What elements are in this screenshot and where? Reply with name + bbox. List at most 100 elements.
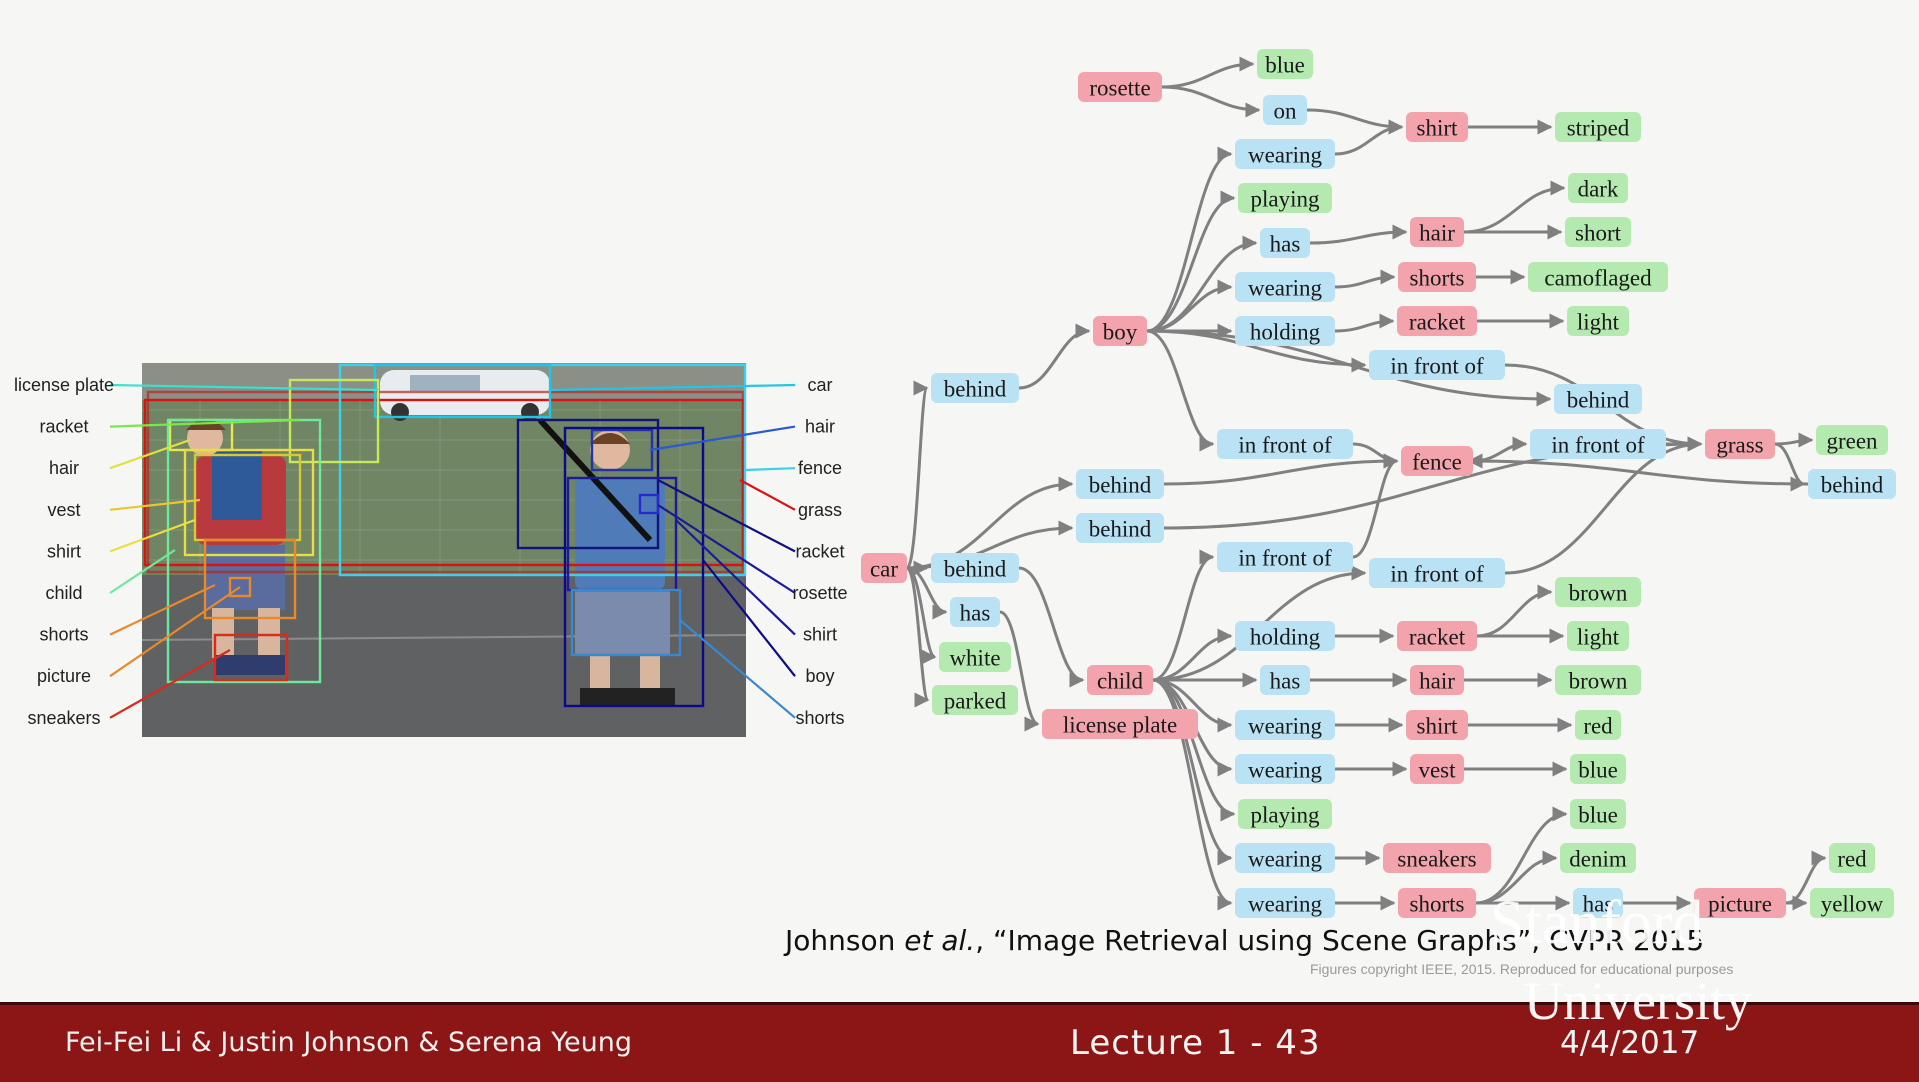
photo-label-right: boy [805, 666, 834, 686]
graph-edge [1306, 108, 1404, 135]
node-label: shorts [1410, 266, 1465, 291]
photo-label-right: hair [805, 417, 835, 437]
node-box [931, 373, 1019, 403]
node-label: playing [1251, 803, 1320, 828]
leader-line [109, 649, 231, 719]
node-label: blue [1578, 758, 1618, 783]
node-label: racket [1409, 310, 1466, 335]
graph-node-object: racket [1397, 306, 1477, 336]
graph-edge [1472, 436, 1528, 463]
leader-line [549, 383, 796, 392]
photo-label-left: hair [49, 458, 79, 478]
node-label: denim [1569, 847, 1627, 872]
slide: license plate racket hair vest shirt child sho… [13, 49, 1905, 977]
node-label: in front of [1390, 562, 1484, 587]
photo-label-right: racket [795, 541, 844, 561]
graph-edge [1018, 323, 1091, 390]
node-label: blue [1265, 53, 1305, 78]
node-box [1260, 228, 1310, 258]
graph-node-attribute: dark [1568, 173, 1628, 203]
photo-label-left: picture [37, 666, 91, 686]
node-label: parked [944, 689, 1007, 714]
node-box [1235, 754, 1335, 784]
node-label: camoflaged [1544, 266, 1652, 291]
node-box [1560, 843, 1636, 873]
graph-node-relation: has [950, 597, 1000, 627]
citation-title: , “Image Retrieval using Scene Graphs”, … [975, 924, 1705, 957]
photo-label-left: license plate [14, 375, 114, 395]
graph-node-object: shorts [1398, 888, 1476, 918]
node-label: grass [1716, 433, 1763, 458]
graph-node-attribute: playing [1238, 183, 1332, 213]
graph-edge [906, 566, 948, 620]
graph-node-object: vest [1410, 754, 1464, 784]
copyright-note: Figures copyright IEEE, 2015. Reproduced… [1310, 961, 1734, 977]
node-label: shirt [1417, 116, 1459, 141]
photo-label-left: sneakers [27, 708, 100, 728]
leader-line [109, 383, 379, 392]
graph-node-relation: wearing [1235, 754, 1335, 784]
photo-label-left: child [45, 583, 82, 603]
graph-edge [1146, 190, 1236, 333]
graph-node-object: rosette [1078, 72, 1162, 102]
node-box [1042, 709, 1198, 739]
node-box [1694, 888, 1786, 918]
node-label: racket [1409, 625, 1466, 650]
graph-node-relation: behind [1076, 513, 1164, 543]
photo-label-left: racket [39, 417, 88, 437]
graph-node-relation: on [1263, 95, 1307, 125]
node-label: yellow [1821, 892, 1884, 917]
leader-line [109, 518, 196, 553]
node-label: behind [944, 557, 1007, 582]
graph-edge [1163, 453, 1399, 486]
photo-label-right: rosette [792, 583, 847, 603]
node-box [861, 553, 907, 583]
graph-node-relation: behind [1808, 469, 1896, 499]
leader-line [109, 418, 301, 428]
node-label: in front of [1551, 433, 1645, 458]
node-label: short [1575, 221, 1622, 246]
footer-bar: Fei-Fei Li & Justin Johnson & Serena Yeu… [0, 1002, 1919, 1082]
node-label: wearing [1248, 714, 1323, 739]
node-box [1555, 665, 1641, 695]
leader-line [109, 498, 201, 511]
graph-node-attribute: blue [1570, 799, 1626, 829]
graph-node-attribute: striped [1555, 112, 1641, 142]
node-label: behind [1089, 517, 1152, 542]
graph-node-attribute: blue [1257, 49, 1313, 79]
node-box [1257, 49, 1313, 79]
node-box [1076, 513, 1164, 543]
node-box [1369, 350, 1505, 380]
graph-node-relation: has [1260, 228, 1310, 258]
graph-node-attribute: camoflaged [1528, 262, 1668, 292]
node-label: holding [1250, 320, 1321, 345]
node-box [1808, 469, 1896, 499]
node-box [1568, 173, 1628, 203]
node-label: child [1097, 669, 1143, 694]
graph-node-object: picture [1694, 888, 1786, 918]
node-box [1554, 384, 1642, 414]
node-box [1235, 272, 1335, 302]
graph-edge [1152, 549, 1215, 682]
leader-line [109, 438, 191, 470]
graph-node-relation: behind [931, 553, 1019, 583]
node-box [1555, 577, 1641, 607]
graph-node-relation: wearing [1235, 888, 1335, 918]
node-box [1575, 710, 1621, 740]
graph-node-relation: in front of [1369, 558, 1505, 588]
node-label: car [870, 557, 898, 582]
leader-line [679, 619, 796, 719]
node-label: red [1583, 714, 1613, 739]
graph-node-relation: in front of [1217, 542, 1353, 572]
photo-label-right: grass [798, 500, 842, 520]
citation: Johnson et al., “Image Retrieval using S… [785, 924, 1905, 957]
node-label: license plate [1063, 713, 1177, 738]
graph-edge [1334, 269, 1396, 289]
node-box [1565, 217, 1631, 247]
photo-label-left: shorts [39, 625, 88, 645]
node-label: has [1270, 669, 1301, 694]
photo-label-left: shirt [47, 541, 81, 561]
node-label: wearing [1248, 276, 1323, 301]
node-box [1410, 665, 1464, 695]
photo-label-right: car [807, 375, 832, 395]
